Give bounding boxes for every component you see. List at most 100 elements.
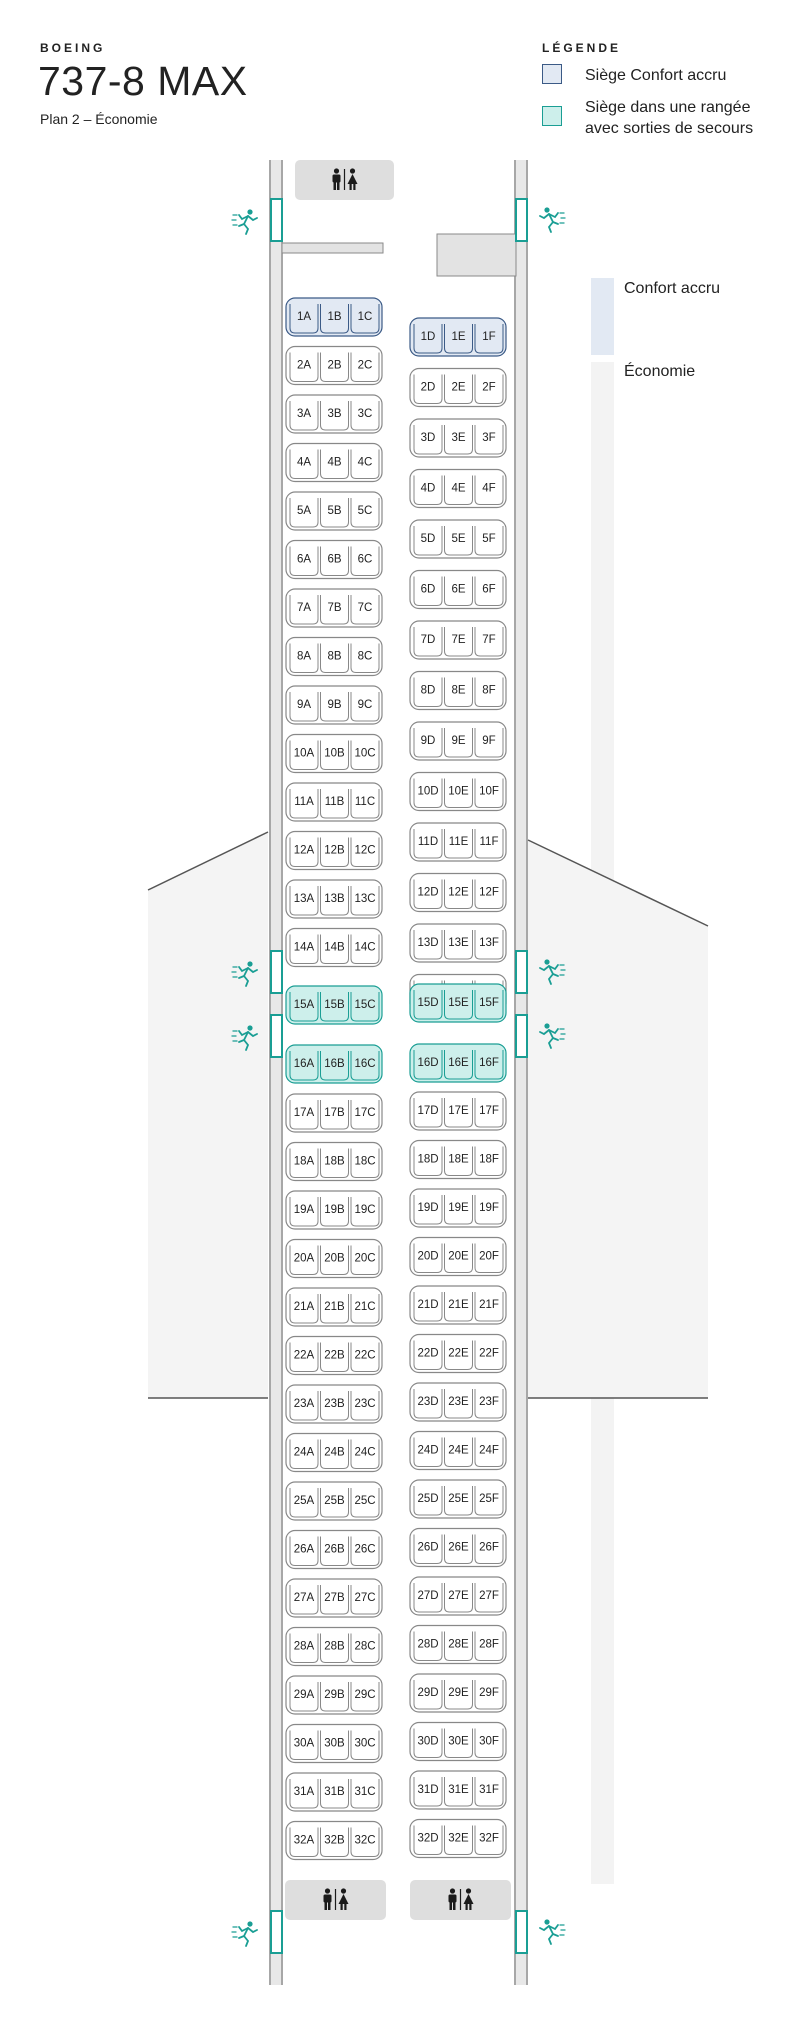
- seat[interactable]: 30B: [320, 1730, 349, 1760]
- seat[interactable]: 13C: [350, 886, 380, 916]
- seat[interactable]: 14A: [289, 934, 319, 964]
- seat[interactable]: 6F: [474, 576, 504, 606]
- seat[interactable]: 23C: [350, 1391, 380, 1421]
- seat[interactable]: 27F: [474, 1583, 504, 1613]
- seat[interactable]: 6C: [350, 546, 380, 576]
- seat[interactable]: 21F: [474, 1292, 504, 1322]
- seat[interactable]: 21C: [350, 1294, 380, 1324]
- seat[interactable]: 29C: [350, 1682, 380, 1712]
- seat[interactable]: 29B: [320, 1682, 349, 1712]
- seat[interactable]: 5C: [350, 498, 380, 528]
- seat[interactable]: 3E: [444, 425, 473, 455]
- seat[interactable]: 1D: [413, 324, 443, 354]
- seat[interactable]: 17D: [413, 1098, 443, 1128]
- seat[interactable]: 24A: [289, 1439, 319, 1469]
- seat[interactable]: 19B: [320, 1197, 349, 1227]
- seat[interactable]: 25F: [474, 1486, 504, 1516]
- seat[interactable]: 30A: [289, 1730, 319, 1760]
- seat[interactable]: 32B: [320, 1827, 349, 1857]
- seat[interactable]: 8F: [474, 677, 504, 707]
- seat[interactable]: 12D: [413, 879, 443, 909]
- seat[interactable]: 25B: [320, 1488, 349, 1518]
- seat[interactable]: 25C: [350, 1488, 380, 1518]
- seat[interactable]: 30C: [350, 1730, 380, 1760]
- seat[interactable]: 2D: [413, 374, 443, 404]
- seat[interactable]: 23E: [444, 1389, 473, 1419]
- seat[interactable]: 2B: [320, 352, 349, 382]
- seat[interactable]: 24B: [320, 1439, 349, 1469]
- seat[interactable]: 11B: [320, 789, 349, 819]
- seat[interactable]: 2C: [350, 352, 380, 382]
- seat[interactable]: 20F: [474, 1243, 504, 1273]
- seat[interactable]: 16A: [289, 1051, 319, 1081]
- seat[interactable]: 16C: [350, 1051, 380, 1081]
- seat[interactable]: 14B: [320, 934, 349, 964]
- seat[interactable]: 7C: [350, 595, 380, 625]
- seat[interactable]: 11A: [289, 789, 319, 819]
- seat[interactable]: 26C: [350, 1536, 380, 1566]
- seat[interactable]: 11C: [350, 789, 380, 819]
- seat[interactable]: 19D: [413, 1195, 443, 1225]
- seat[interactable]: 21B: [320, 1294, 349, 1324]
- seat[interactable]: 27E: [444, 1583, 473, 1613]
- seat[interactable]: 26E: [444, 1534, 473, 1564]
- seat[interactable]: 8A: [289, 643, 319, 673]
- seat[interactable]: 4F: [474, 475, 504, 505]
- seat[interactable]: 3A: [289, 401, 319, 431]
- seat[interactable]: 1F: [474, 324, 504, 354]
- seat[interactable]: 17C: [350, 1100, 380, 1130]
- seat[interactable]: 19E: [444, 1195, 473, 1225]
- seat[interactable]: 32C: [350, 1827, 380, 1857]
- seat[interactable]: 15B: [320, 992, 349, 1022]
- seat[interactable]: 10E: [444, 778, 473, 808]
- seat[interactable]: 9B: [320, 692, 349, 722]
- seat[interactable]: 28B: [320, 1633, 349, 1663]
- seat[interactable]: 5B: [320, 498, 349, 528]
- seat[interactable]: 2F: [474, 374, 504, 404]
- seat[interactable]: 7B: [320, 595, 349, 625]
- seat[interactable]: 15D: [413, 990, 443, 1020]
- seat[interactable]: 8E: [444, 677, 473, 707]
- seat[interactable]: 3D: [413, 425, 443, 455]
- seat[interactable]: 13A: [289, 886, 319, 916]
- seat[interactable]: 9C: [350, 692, 380, 722]
- seat[interactable]: 9D: [413, 728, 443, 758]
- seat[interactable]: 10A: [289, 740, 319, 770]
- seat[interactable]: 28F: [474, 1631, 504, 1661]
- seat[interactable]: 13F: [474, 930, 504, 960]
- seat[interactable]: 7D: [413, 627, 443, 657]
- seat[interactable]: 5F: [474, 526, 504, 556]
- seat[interactable]: 23A: [289, 1391, 319, 1421]
- seat[interactable]: 20A: [289, 1245, 319, 1275]
- seat[interactable]: 22B: [320, 1342, 349, 1372]
- seat[interactable]: 30E: [444, 1728, 473, 1758]
- seat[interactable]: 17F: [474, 1098, 504, 1128]
- seat[interactable]: 8B: [320, 643, 349, 673]
- seat[interactable]: 32A: [289, 1827, 319, 1857]
- seat[interactable]: 4D: [413, 475, 443, 505]
- seat[interactable]: 6D: [413, 576, 443, 606]
- seat[interactable]: 28A: [289, 1633, 319, 1663]
- seat[interactable]: 11F: [474, 829, 504, 859]
- seat[interactable]: 14C: [350, 934, 380, 964]
- seat[interactable]: 29A: [289, 1682, 319, 1712]
- seat[interactable]: 13D: [413, 930, 443, 960]
- seat[interactable]: 26F: [474, 1534, 504, 1564]
- seat[interactable]: 20C: [350, 1245, 380, 1275]
- seat[interactable]: 9A: [289, 692, 319, 722]
- seat[interactable]: 29F: [474, 1680, 504, 1710]
- seat[interactable]: 1A: [289, 304, 319, 334]
- seat[interactable]: 12E: [444, 879, 473, 909]
- seat[interactable]: 18D: [413, 1146, 443, 1176]
- seat[interactable]: 16E: [444, 1050, 473, 1080]
- seat[interactable]: 32F: [474, 1825, 504, 1855]
- seat[interactable]: 17E: [444, 1098, 473, 1128]
- seat[interactable]: 22E: [444, 1340, 473, 1370]
- seat[interactable]: 5E: [444, 526, 473, 556]
- seat[interactable]: 25E: [444, 1486, 473, 1516]
- seat[interactable]: 17A: [289, 1100, 319, 1130]
- seat[interactable]: 18A: [289, 1148, 319, 1178]
- seat[interactable]: 15C: [350, 992, 380, 1022]
- seat[interactable]: 6A: [289, 546, 319, 576]
- seat[interactable]: 2E: [444, 374, 473, 404]
